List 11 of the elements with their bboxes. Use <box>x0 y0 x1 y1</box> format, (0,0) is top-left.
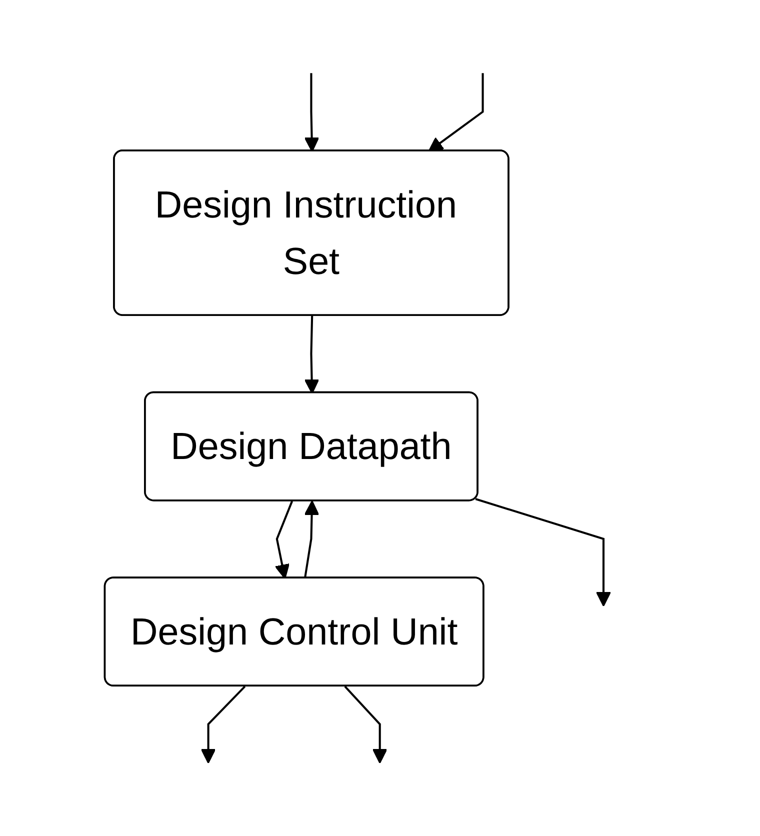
arrow <box>304 316 320 394</box>
arrow <box>344 686 388 764</box>
process-box: Design Instruction Set <box>113 150 510 316</box>
arrow <box>304 73 320 152</box>
arrow <box>304 500 320 579</box>
arrow <box>428 73 484 152</box>
process-box: Design Control Unit <box>104 576 484 686</box>
arrow <box>200 686 246 764</box>
arrow <box>274 500 294 580</box>
process-box: Design Datapath <box>144 391 479 502</box>
arrow <box>475 498 612 607</box>
